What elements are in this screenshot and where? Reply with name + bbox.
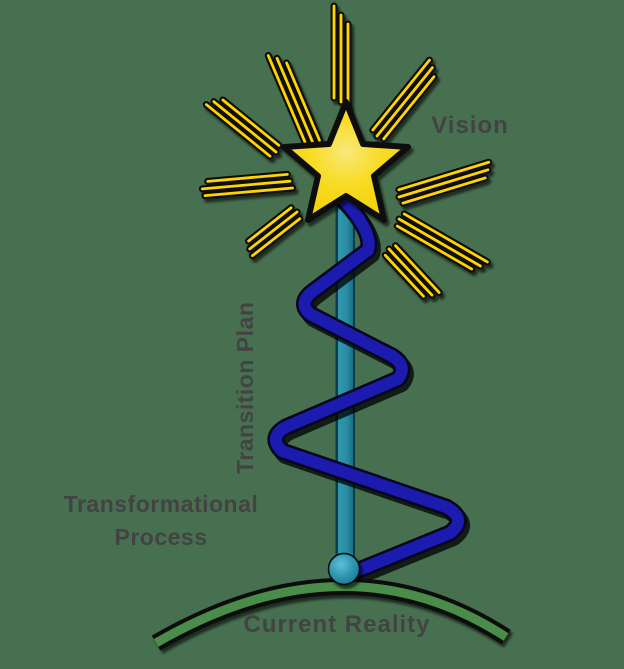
sun-ray-top <box>330 2 352 114</box>
sun-ray-lower-right-small <box>381 242 443 300</box>
current-reality-label: Current Reality <box>243 611 430 638</box>
pole-line <box>335 192 355 573</box>
sun-ray-right <box>395 158 493 207</box>
spiral-path <box>267 187 470 585</box>
sun-ray-upper-left <box>202 96 283 160</box>
transition-plan-label: Transition Plan <box>232 302 258 474</box>
transformational-line2: Process <box>114 524 207 550</box>
spiral-main <box>270 190 464 578</box>
current-reality-arc <box>151 578 511 651</box>
junction-node <box>327 552 361 586</box>
star-icon <box>281 99 411 223</box>
pole-fill <box>338 194 353 572</box>
sun-ray-lower-left <box>245 204 304 260</box>
sun-ray-upper-left-inner <box>264 52 323 146</box>
sun-ray-left <box>198 170 297 200</box>
sun-rays <box>198 2 493 300</box>
vision-label: Vision <box>431 112 509 139</box>
transformational-process-label: Transformational Process <box>64 491 259 550</box>
transformational-line1: Transformational <box>64 491 259 517</box>
sun-ray-lower-right <box>393 210 491 273</box>
arc-main <box>153 582 509 647</box>
sun-ray-upper-right <box>369 56 438 143</box>
